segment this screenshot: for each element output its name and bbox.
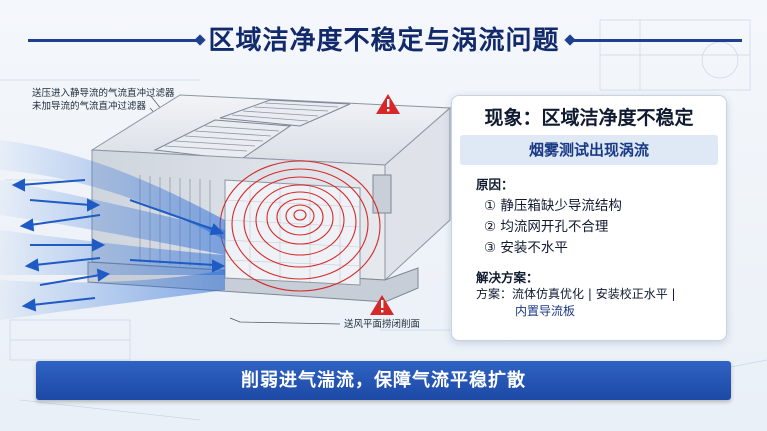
solution-text: 方案：流体仿真优化 | 安装校正水平 | 内置导流板	[476, 286, 721, 320]
panel-title: 现象：区域洁净度不稳定	[484, 107, 694, 129]
panel-subtitle: 烟雾测试出现涡流	[460, 135, 718, 165]
title-rule-left	[28, 39, 198, 42]
cause-item-1: ① 静压箱缺少导流结构	[484, 198, 622, 214]
cause-item-2: ② 均流网开孔不合理	[484, 219, 609, 235]
warning-triangle-icon	[370, 295, 394, 315]
cause-item-3: ③ 安装不水平	[484, 240, 568, 256]
page-title: 区域洁净度不稳定与涡流问题	[208, 26, 560, 56]
solution-line-1: 流体仿真优化 | 安装校正水平 |	[512, 287, 676, 301]
callout-bottom-section: 送风平面捞闭削面	[344, 319, 421, 330]
title-rule-right	[572, 39, 742, 42]
callout-guided-airflow: 送压进入静导流的气流直冲过滤器	[32, 88, 175, 99]
airflow-arrows	[11, 178, 226, 312]
info-panel: 现象：区域洁净度不稳定 烟雾测试出现涡流 原因： ① 静压箱缺少导流结构 ② 均…	[451, 95, 727, 341]
cause-heading: 原因：	[476, 177, 514, 192]
top-grille-right	[219, 99, 351, 127]
conclusion-banner: 削弱进气湍流，保障气流平稳扩散	[36, 361, 731, 400]
box-right-side	[384, 106, 451, 282]
solution-heading: 解决方案：	[476, 270, 539, 285]
title-bar: 区域洁净度不稳定与涡流问题	[0, 14, 767, 62]
callout-unguided-airflow: 未加导流的气流直冲过滤器	[32, 101, 147, 112]
warning-triangle-icon	[376, 94, 400, 114]
solution-prefix: 方案：	[476, 287, 513, 301]
side-access-panel	[372, 174, 392, 214]
solution-line-2: 内置导流板	[515, 304, 576, 318]
